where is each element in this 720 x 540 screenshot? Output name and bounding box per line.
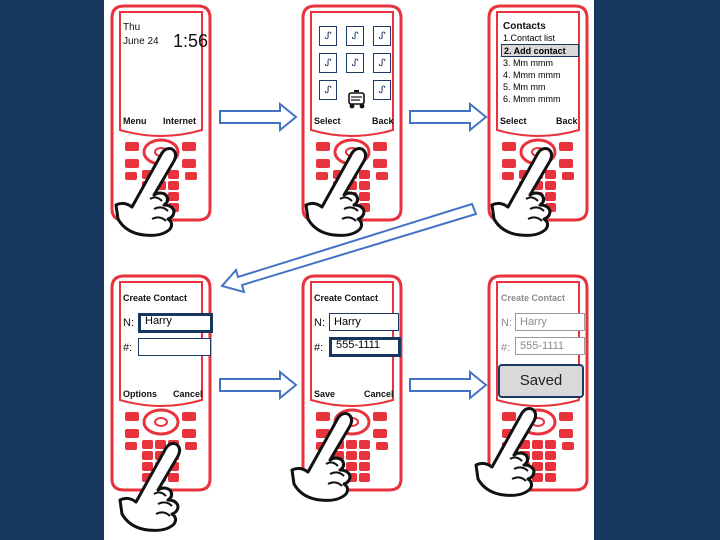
- app-icon[interactable]: ᔑ: [346, 53, 364, 73]
- softkey-right[interactable]: Cancel: [173, 389, 203, 399]
- create-contact-title: Create Contact: [123, 293, 188, 303]
- pointing-hand-icon: [290, 412, 354, 502]
- app-icon[interactable]: ᔑ: [319, 53, 337, 73]
- pointing-hand-icon: [474, 407, 538, 497]
- softkey-left[interactable]: Menu: [123, 116, 147, 126]
- hand-outline: [490, 147, 554, 237]
- softkey-left[interactable]: Save: [314, 389, 336, 399]
- rolodex-icon: [348, 90, 365, 109]
- name-field[interactable]: Harry: [329, 313, 399, 331]
- pointing-hand-icon: [118, 442, 182, 532]
- create-contact-title: Create Contact: [314, 293, 379, 303]
- softkey-left[interactable]: Options: [123, 389, 157, 399]
- phone-screen: Thu June 24 1:56 Menu Internet: [121, 12, 208, 127]
- hand-outline: [114, 147, 178, 237]
- menu-item[interactable]: 6. Mmm mmm: [503, 94, 561, 104]
- flow-arrow-2: [409, 102, 488, 132]
- pointing-hand-icon: [114, 147, 178, 237]
- app-icon[interactable]: ᔑ: [373, 53, 391, 73]
- app-icon[interactable]: ᔑ: [346, 26, 364, 46]
- flow-arrow-diagonal: [220, 202, 478, 294]
- contacts-app-icon[interactable]: [346, 88, 366, 109]
- app-icon[interactable]: ᔑ: [373, 80, 391, 100]
- number-field[interactable]: [138, 338, 211, 356]
- date-label: June 24: [123, 36, 159, 47]
- pointing-hand-icon: [304, 147, 368, 237]
- softkey-right[interactable]: Back: [372, 116, 394, 126]
- name-label: N:: [123, 317, 134, 329]
- menu-item[interactable]: 5. Mm mm: [503, 82, 546, 92]
- softkey-right[interactable]: Internet: [163, 116, 197, 126]
- phone-body: [301, 4, 403, 222]
- hand-outline: [118, 442, 182, 532]
- softkey-right[interactable]: Back: [556, 116, 578, 126]
- app-icon[interactable]: ᔑ: [373, 26, 391, 46]
- app-icon[interactable]: ᔑ: [319, 80, 337, 100]
- phone-screen: Create Contact N: Harry #: 555-1111 Save…: [498, 282, 585, 398]
- hand-outline: [290, 412, 354, 502]
- flow-arrow-4: [409, 370, 488, 400]
- name-field[interactable]: Harry: [138, 313, 213, 333]
- day-label: Thu: [123, 22, 141, 33]
- contacts-title: Contacts: [503, 21, 546, 32]
- name-field: Harry: [515, 313, 585, 331]
- name-label: N:: [314, 317, 325, 329]
- app-icon[interactable]: ᔑ: [319, 26, 337, 46]
- number-label: #:: [123, 342, 133, 354]
- softkey-right[interactable]: Cancel: [364, 389, 394, 399]
- menu-item[interactable]: 3. Mm mmm: [503, 58, 553, 68]
- saved-confirmation: Saved: [498, 364, 584, 398]
- name-label: N:: [501, 317, 512, 329]
- phone-screen: Create Contact N: Harry #: Options Cance…: [121, 282, 213, 399]
- flow-arrow-3: [219, 370, 298, 400]
- menu-item-selected[interactable]: 2. Add contact: [501, 44, 579, 57]
- number-label: #:: [314, 342, 324, 354]
- phone-body: [110, 4, 212, 222]
- softkey-left[interactable]: Select: [500, 116, 527, 126]
- number-label: #:: [501, 342, 511, 354]
- phone-screen: Create Contact N: Harry #: 555-1111 Save…: [312, 282, 401, 399]
- pointing-hand-icon: [490, 147, 554, 237]
- menu-item[interactable]: 4. Mmm mmm: [503, 70, 561, 80]
- create-contact-title: Create Contact: [501, 293, 566, 303]
- clock-time: 1:56: [173, 31, 209, 51]
- number-field[interactable]: 555-1111: [329, 337, 401, 357]
- number-field: 555-1111: [515, 337, 585, 355]
- hand-outline: [474, 407, 538, 497]
- phone-home: Thu June 24 1:56 Menu Internet: [110, 4, 212, 222]
- hand-outline: [304, 147, 368, 237]
- softkey-left[interactable]: Select: [314, 116, 341, 126]
- flow-arrow-1: [219, 102, 298, 132]
- menu-item[interactable]: 1.Contact list: [503, 33, 556, 43]
